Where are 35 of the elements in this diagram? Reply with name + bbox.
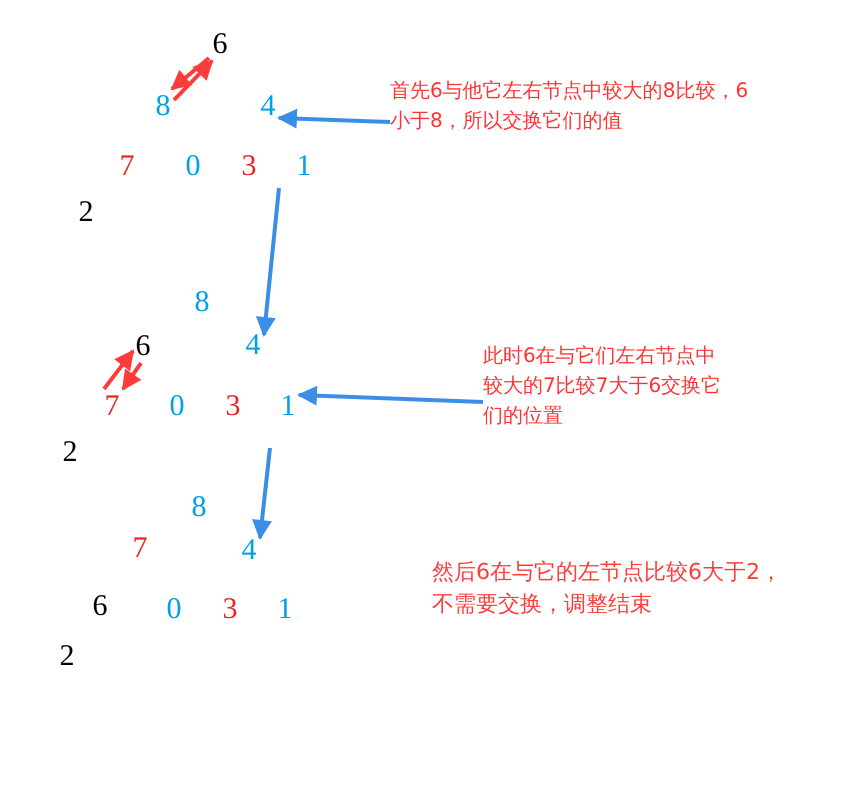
arrow <box>102 349 135 390</box>
heap-value: 3 <box>222 389 244 423</box>
heap-value: 2 <box>56 639 78 673</box>
heap-value: 1 <box>293 149 315 183</box>
heap-value: 8 <box>152 89 174 123</box>
arrow <box>277 108 390 129</box>
heap-value: 4 <box>242 328 264 362</box>
annotation-text: 此时6在与它们左右节点中较大的7比较7大于6交换它们的位置 <box>483 340 728 430</box>
heap-value: 0 <box>182 149 204 183</box>
heap-value: 7 <box>116 149 138 183</box>
heap-value: 0 <box>166 389 188 423</box>
heap-value: 3 <box>219 592 241 626</box>
heap-value: 8 <box>188 490 210 524</box>
heap-value: 1 <box>277 389 299 423</box>
arrow <box>170 56 210 91</box>
heap-value: 8 <box>191 285 213 319</box>
annotation-text: 首先6与他它左右节点中较大的8比较，6小于8，所以交换它们的值 <box>390 75 755 135</box>
heap-value: 6 <box>132 329 154 363</box>
heap-value: 7 <box>129 531 151 565</box>
arrow <box>172 60 214 102</box>
heap-value: 3 <box>238 149 260 183</box>
heap-value: 4 <box>257 89 279 123</box>
arrow <box>256 188 281 337</box>
heap-value: 7 <box>101 389 123 423</box>
heap-value: 0 <box>163 592 185 626</box>
arrow <box>121 362 143 391</box>
heap-value: 6 <box>209 27 231 61</box>
heap-value: 2 <box>59 435 81 469</box>
arrow <box>252 448 272 540</box>
heap-value: 6 <box>89 589 111 623</box>
annotation-text: 然后6在与它的左节点比较6大于2，不需要交换，调整结束 <box>432 559 782 619</box>
heap-value: 2 <box>75 195 97 229</box>
heap-value: 1 <box>274 592 296 626</box>
arrow <box>297 386 484 406</box>
heap-value: 4 <box>238 533 260 567</box>
